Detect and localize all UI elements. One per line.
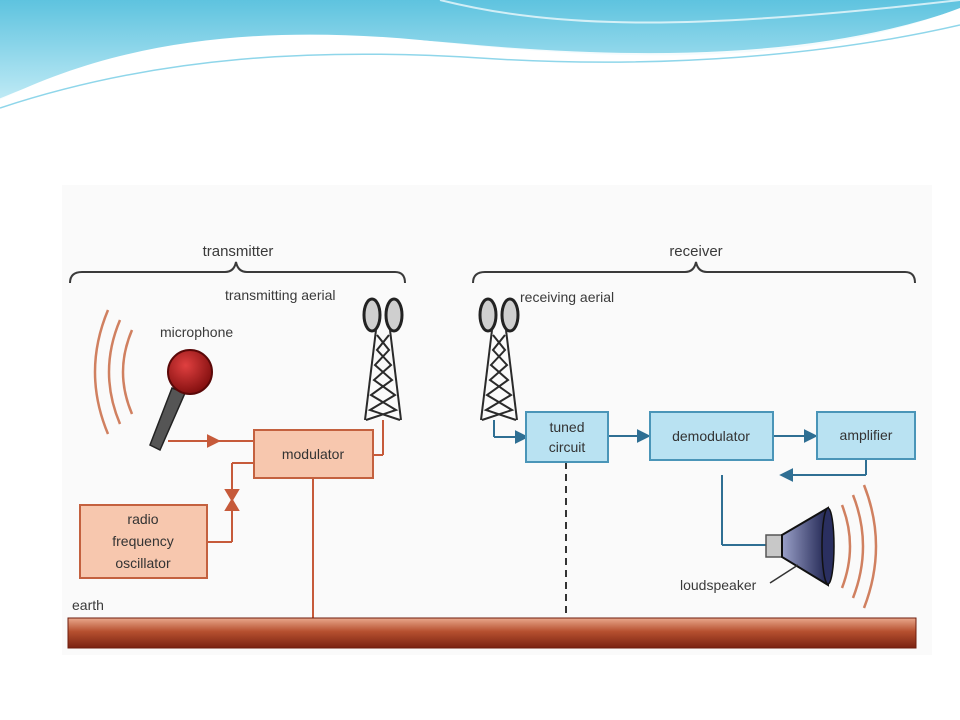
tuned-circuit-label-line-2: circuit — [549, 439, 586, 455]
header-wave-decoration — [0, 0, 960, 109]
transmitter-wiring — [168, 420, 384, 622]
tuned-circuit-box: tuned circuit — [525, 411, 609, 463]
sound-waves-in-icon — [93, 309, 134, 435]
loudspeaker-label: loudspeaker — [680, 577, 757, 593]
earth-bar — [67, 617, 917, 649]
oscillator-label-line-1: radio — [127, 511, 158, 527]
transmitting-aerial-label: transmitting aerial — [225, 287, 336, 303]
receiver-brace — [472, 261, 916, 284]
demodulator-box: demodulator — [649, 411, 774, 461]
transmitting-aerial-icon — [362, 297, 404, 421]
transmitter-label: transmitter — [203, 243, 274, 260]
microphone-label: microphone — [160, 324, 233, 340]
tuned-circuit-label-line-1: tuned — [549, 419, 584, 435]
receiver-label: receiver — [669, 243, 722, 260]
receiver-wiring — [493, 420, 867, 546]
diagram-panel — [62, 185, 932, 655]
loudspeaker-label-leader — [769, 564, 799, 584]
amplifier-label: amplifier — [840, 427, 893, 443]
loudspeaker-icon — [765, 506, 835, 587]
sound-waves-out-icon — [840, 484, 878, 609]
amplifier-box: amplifier — [816, 411, 916, 460]
transmitter-brace — [69, 261, 406, 284]
oscillator-label-line-3: oscillator — [115, 555, 171, 571]
modulator-box: modulator — [253, 429, 374, 479]
microphone-icon — [149, 349, 213, 452]
demodulator-label: demodulator — [672, 428, 750, 444]
oscillator-box: radio frequency oscillator — [79, 504, 208, 579]
modulator-label: modulator — [282, 446, 345, 462]
receiving-aerial-icon — [478, 297, 520, 421]
receiving-aerial-label: receiving aerial — [520, 289, 614, 305]
oscillator-label-line-2: frequency — [112, 533, 173, 549]
earth-label: earth — [72, 597, 104, 613]
